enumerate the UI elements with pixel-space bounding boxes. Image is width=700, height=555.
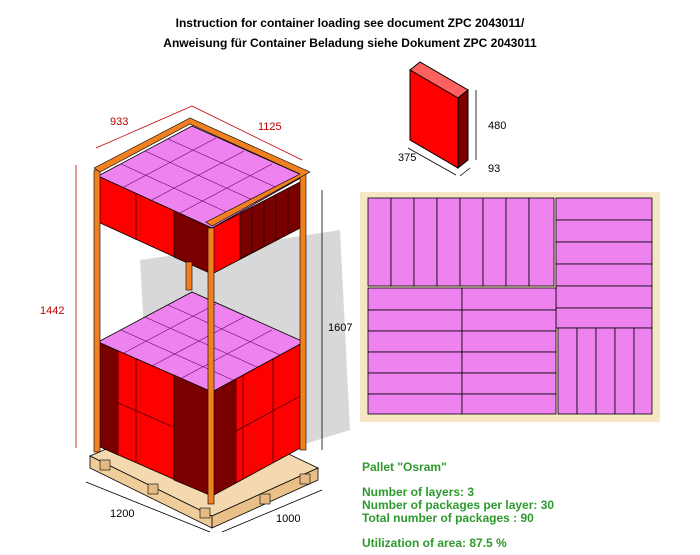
loading-frame (93, 117, 311, 505)
total-packages: Total number of packages : 90 (362, 511, 534, 525)
lower-load (97, 291, 305, 497)
dim-pallet-top-left: 933 (110, 116, 129, 128)
dim-pallet-width: 1000 (276, 513, 301, 525)
dimension-lines (75, 105, 303, 448)
dim-pallet-top-right: 1125 (258, 121, 282, 133)
title-line-2: Anweisung für Container Beladung siehe D… (163, 36, 537, 50)
layer-plan (360, 192, 660, 422)
dim-box-width: 93 (488, 163, 501, 175)
dim-total-height: 1607 (328, 322, 353, 334)
pallet-name: Pallet "Osram" (362, 460, 447, 474)
dim-pallet-length: 1200 (110, 508, 135, 520)
number-of-layers: Number of layers: 3 (362, 485, 475, 499)
area-utilization: Utilization of area: 87.5 % (362, 536, 507, 550)
packages-per-layer: Number of packages per layer: 30 (362, 498, 555, 512)
title-line-1: Instruction for container loading see do… (175, 16, 525, 30)
dim-box-height: 480 (488, 120, 507, 132)
dim-box-length: 375 (398, 152, 417, 164)
dim-load-height: 1442 (40, 305, 65, 317)
box-icon (407, 61, 477, 177)
